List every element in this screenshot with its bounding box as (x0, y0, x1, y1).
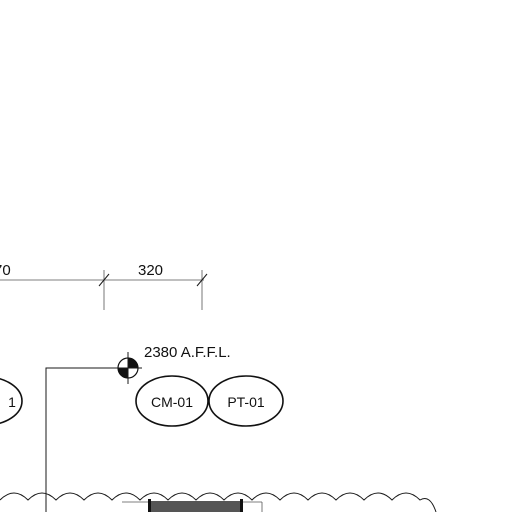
finish-tag-label: CM-01 (151, 394, 193, 410)
finish-tag-cm-01: CM-01 (135, 375, 209, 427)
level-marker-text: 2380 A.F.F.L. (144, 344, 231, 361)
cabinet-outline (122, 499, 263, 512)
level-marker: 2380 A.F.F.L. (45, 344, 231, 512)
finish-tag-label: 1 (8, 394, 16, 410)
dimension-text-right: 320 (138, 262, 163, 279)
finish-tag-partial: 1 (0, 378, 23, 424)
leader-line (45, 367, 128, 512)
finish-tag-pt-01: PT-01 (208, 375, 284, 427)
dimension-text-left: 70 (0, 262, 11, 279)
finish-tags: 1 CM-01 PT-01 (0, 375, 284, 427)
datum-level-icon (116, 352, 142, 384)
dimension-string: 70 320 (0, 262, 208, 310)
dimension-tick (196, 273, 208, 287)
dimension-tick (98, 273, 110, 287)
finish-tag-label: PT-01 (227, 394, 265, 410)
revision-cloud (0, 492, 437, 512)
cabinet-fill (150, 501, 242, 512)
